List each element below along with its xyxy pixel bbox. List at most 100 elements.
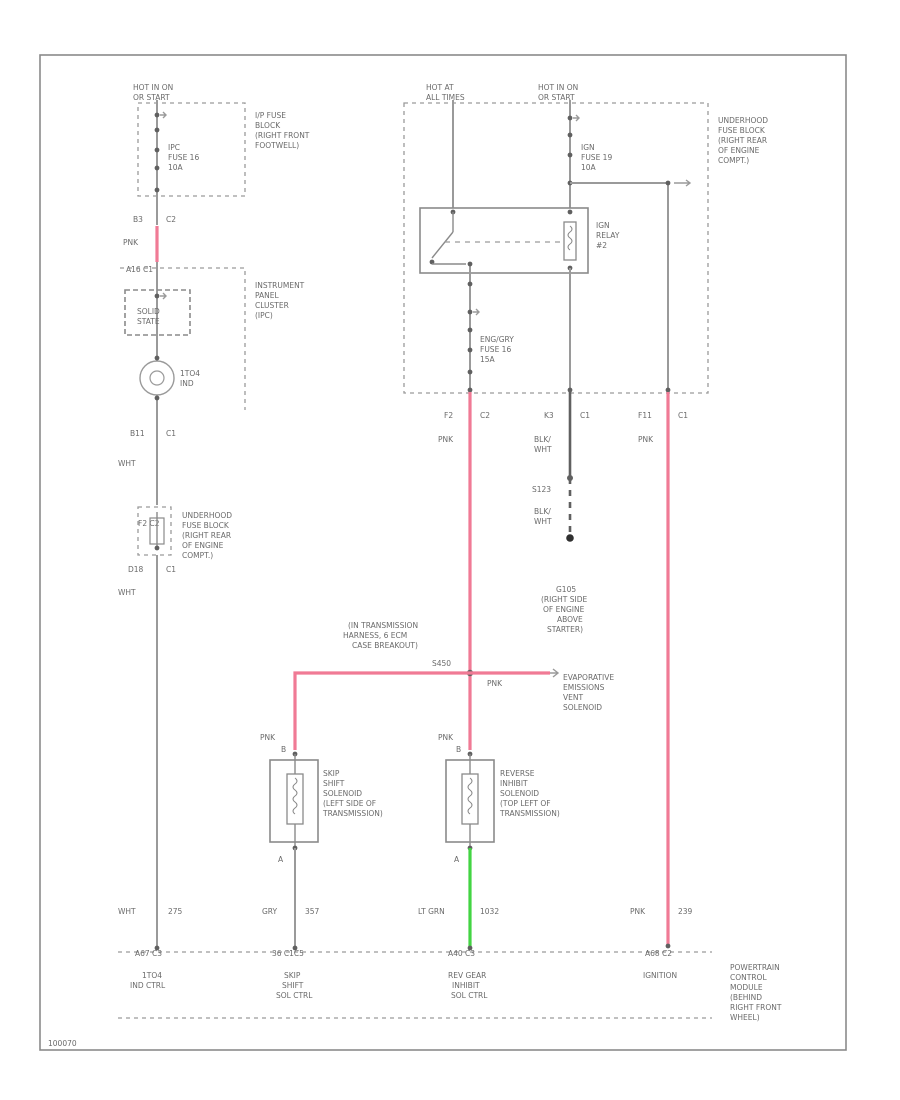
svg-text:C2: C2 [480, 411, 490, 420]
diagram-id: 100070 [48, 1039, 77, 1048]
svg-text:B11: B11 [130, 429, 145, 438]
ground-icon [566, 534, 574, 542]
ign-fuse-label: IGN FUSE 19 10A [581, 143, 612, 172]
ign-relay-label: IGN RELAY #2 [596, 221, 620, 250]
ipc-fuse-icon [154, 111, 167, 193]
svg-text:WHT: WHT [118, 588, 136, 597]
svg-text:INHIBIT: INHIBIT [452, 981, 480, 990]
svg-text:1TO4: 1TO4 [142, 971, 162, 980]
svg-text:EVAPORATIVE: EVAPORATIVE [563, 673, 614, 682]
skip-solenoid-box [269, 759, 319, 843]
svg-text:STATE: STATE [137, 317, 160, 326]
svg-text:ENG/GRY: ENG/GRY [480, 335, 514, 344]
svg-text:BLK/: BLK/ [534, 507, 551, 516]
cluster-outline [120, 267, 246, 410]
svg-text:REV GEAR: REV GEAR [448, 971, 486, 980]
svg-text:10A: 10A [168, 163, 184, 172]
svg-text:(RIGHT FRONT: (RIGHT FRONT [255, 131, 310, 140]
svg-text:SKIP: SKIP [284, 971, 301, 980]
svg-text:HARNESS, 6 ECM: HARNESS, 6 ECM [343, 631, 407, 640]
svg-text:HOT IN ON: HOT IN ON [538, 83, 578, 92]
svg-text:C1: C1 [580, 411, 590, 420]
connector-row: F2 C2 K3 C1 F11 C1 [444, 387, 688, 420]
svg-text:C1: C1 [678, 411, 688, 420]
svg-text:COMPT.): COMPT.) [182, 551, 213, 560]
svg-text:POWERTRAIN: POWERTRAIN [730, 963, 780, 972]
svg-text:HOT AT: HOT AT [426, 83, 454, 92]
svg-text:PANEL: PANEL [255, 291, 280, 300]
svg-text:OR START: OR START [133, 93, 170, 102]
hot-run-right-label: HOT IN ON OR START [538, 83, 578, 102]
svg-text:STARTER): STARTER) [547, 625, 583, 634]
svg-text:36 C1C5: 36 C1C5 [272, 949, 304, 958]
svg-text:C1: C1 [166, 429, 176, 438]
hot-at-all-label: HOT AT ALL TIMES [426, 83, 465, 102]
pcm-signals: 1TO4 IND CTRL SKIP SHIFT SOL CTRL REV GE… [130, 971, 677, 1000]
svg-text:IGN: IGN [581, 143, 595, 152]
evap-label: EVAPORATIVE EMISSIONS VENT SOLENOID [563, 673, 614, 712]
svg-text:WHEEL): WHEEL) [730, 1013, 760, 1022]
svg-text:SOL CTRL: SOL CTRL [451, 991, 488, 1000]
svg-text:OF ENGINE: OF ENGINE [182, 541, 224, 550]
svg-text:RIGHT FRONT: RIGHT FRONT [730, 1003, 782, 1012]
svg-text:SOLID: SOLID [137, 307, 160, 316]
svg-text:COMPT.): COMPT.) [718, 156, 749, 165]
skip-pin-bot: A [278, 855, 284, 864]
solid-state-box [124, 289, 191, 336]
skip-pin-top: B [281, 745, 286, 754]
svg-text:GRY: GRY [262, 907, 278, 916]
svg-text:INSTRUMENT: INSTRUMENT [255, 281, 305, 290]
svg-text:TRANSMISSION): TRANSMISSION) [322, 809, 383, 818]
svg-text:G105: G105 [556, 585, 576, 594]
svg-text:UNDERHOOD: UNDERHOOD [182, 511, 232, 520]
svg-text:C2: C2 [166, 215, 176, 224]
skip-solenoid-icon [286, 751, 304, 851]
svg-text:SOLENOID: SOLENOID [323, 789, 362, 798]
svg-text:CLUSTER: CLUSTER [255, 301, 289, 310]
pcm-pins: A67 C3 36 C1C5 A40 C3 A68 C2 [135, 943, 672, 958]
svg-text:WHT: WHT [118, 907, 136, 916]
pnk-main-label: PNK [438, 435, 454, 444]
rev-solenoid-label: REVERSE INHIBIT SOLENOID (TOP LEFT OF TR… [499, 769, 560, 818]
ipc-fuse-label: IPC FUSE 16 10A [168, 143, 199, 172]
svg-text:A40 C3: A40 C3 [448, 949, 475, 958]
ign-branch-wire [570, 182, 669, 392]
fuse-block-label-right: UNDERHOOD FUSE BLOCK (RIGHT REAR OF ENGI… [718, 116, 768, 165]
svg-text:IGN: IGN [596, 221, 610, 230]
svg-text:1032: 1032 [480, 907, 499, 916]
svg-text:PNK: PNK [630, 907, 646, 916]
solid-state-label: SOLID STATE [137, 307, 160, 326]
conn-f2-label: F2 C2 [138, 519, 160, 528]
svg-text:#2: #2 [596, 241, 607, 250]
fuse-block-label-left: UNDERHOOD FUSE BLOCK (RIGHT REAR OF ENGI… [182, 511, 232, 560]
svg-text:HOT IN ON: HOT IN ON [133, 83, 173, 92]
lamp-icon [139, 355, 175, 401]
svg-text:REVERSE: REVERSE [500, 769, 535, 778]
svg-text:FUSE 16: FUSE 16 [168, 153, 199, 162]
svg-text:SOLENOID: SOLENOID [500, 789, 539, 798]
evap-arrow-icon [550, 668, 560, 678]
svg-text:IND CTRL: IND CTRL [130, 981, 166, 990]
svg-text:INHIBIT: INHIBIT [500, 779, 528, 788]
svg-text:F11: F11 [638, 411, 652, 420]
conn-b11-label: B11 C1 WHT [118, 429, 176, 468]
svg-text:(BEHIND: (BEHIND [730, 993, 762, 1002]
svg-text:IPC: IPC [168, 143, 180, 152]
blk-wht-label-1: BLK/ WHT [534, 435, 552, 454]
s123-label: S123 [532, 485, 551, 494]
svg-text:F2: F2 [444, 411, 453, 420]
svg-text:FUSE BLOCK: FUSE BLOCK [182, 521, 230, 530]
svg-text:VENT: VENT [563, 693, 583, 702]
svg-text:SKIP: SKIP [323, 769, 340, 778]
lamp-label: 1TO4 IND [180, 369, 200, 388]
ground-label: G105 (RIGHT SIDE OF ENGINE ABOVE STARTER… [541, 585, 588, 634]
svg-text:LT GRN: LT GRN [418, 907, 445, 916]
svg-text:(RIGHT SIDE: (RIGHT SIDE [541, 595, 588, 604]
pnk-skip-wire [293, 671, 470, 750]
svg-text:275: 275 [168, 907, 183, 916]
svg-text:FUSE 16: FUSE 16 [480, 345, 511, 354]
underhood-fuse-block-outline [403, 102, 709, 394]
svg-text:FOOTWELL): FOOTWELL) [255, 141, 299, 150]
svg-text:IND: IND [180, 379, 194, 388]
ip-fuse-block-outline [137, 102, 246, 197]
